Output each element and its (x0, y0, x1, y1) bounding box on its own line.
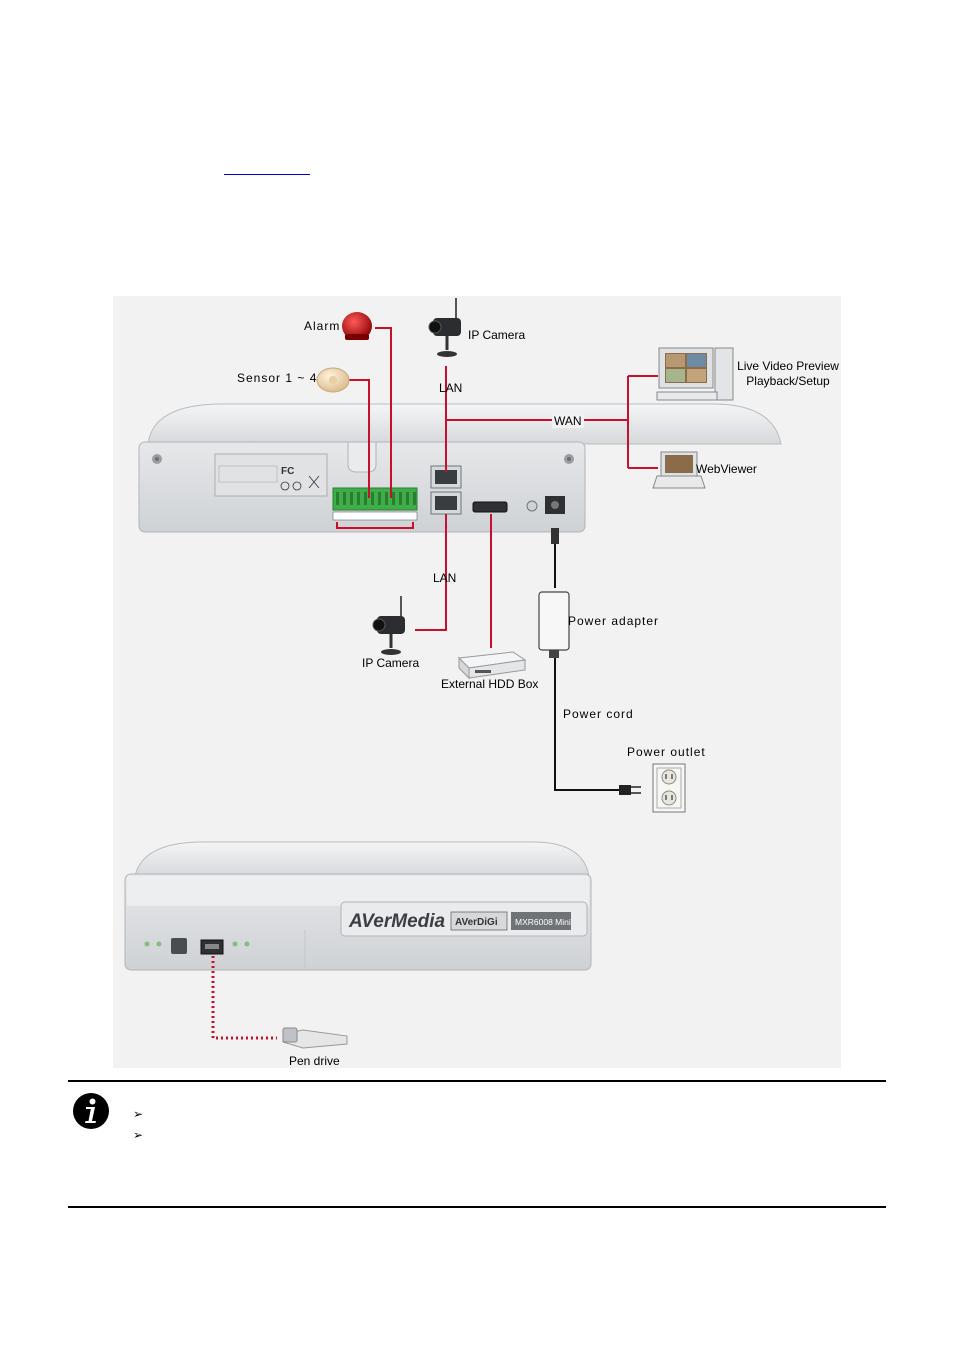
external-hdd-label: External HDD Box (441, 677, 539, 691)
connection-lines (336, 327, 658, 648)
model-text: MXR6008 Mini (515, 917, 571, 927)
note-top-rule (68, 1080, 886, 1082)
info-icon (72, 1092, 110, 1130)
svg-text:FC: FC (281, 466, 294, 477)
brand-text: AVerMedia (348, 911, 446, 932)
external-hdd-device (457, 651, 527, 680)
ip-camera-top-label: IP Camera (468, 328, 526, 342)
power-outlet-label: Power outlet (627, 745, 706, 759)
power-cables (554, 536, 619, 791)
ip-camera-top-device (428, 298, 461, 357)
power-adapter-device (538, 591, 570, 658)
note-bullet-2: ➢ (133, 1128, 144, 1142)
power-outlet-device (619, 763, 686, 813)
laptop-device (652, 451, 706, 489)
sensor-label: Sensor 1 ~ 4 (237, 371, 318, 385)
recorder-rear-view: FC (138, 403, 782, 533)
product-line-text: AVerDiGi (455, 917, 498, 928)
live-preview-label-line2: Playback/Setup (746, 374, 830, 388)
alarm-label: Alarm (304, 319, 341, 333)
usb-connection-line (211, 956, 277, 1040)
power-adapter-label: Power adapter (568, 614, 660, 628)
ip-camera-bottom-label: IP Camera (362, 656, 420, 670)
lan-bottom-label: LAN (433, 571, 457, 585)
recorder-front-view: AVerMedia AVerDiGi MXR6008 Mini (124, 841, 592, 971)
live-preview-label-line1: Live Video Preview (737, 359, 839, 373)
webviewer-label: WebViewer (696, 462, 757, 476)
dc-plug (551, 528, 559, 544)
pen-drive-device (282, 1027, 348, 1049)
note-bottom-rule (68, 1206, 886, 1208)
wan-label: WAN (552, 414, 584, 428)
hyperlink-underline[interactable] (224, 174, 310, 175)
pen-drive-label: Pen drive (289, 1054, 340, 1068)
diagram-graphics: FC (124, 298, 782, 1049)
note-bullet-1: ➢ (133, 1107, 144, 1121)
lan-top-label: LAN (439, 381, 463, 395)
power-cord-label: Power cord (563, 707, 634, 721)
desktop-pc-device (656, 347, 734, 401)
connection-diagram: FC (113, 296, 841, 1068)
alarm-device (342, 312, 372, 340)
ip-camera-bottom-device (372, 596, 405, 655)
sensor-device (316, 367, 350, 393)
